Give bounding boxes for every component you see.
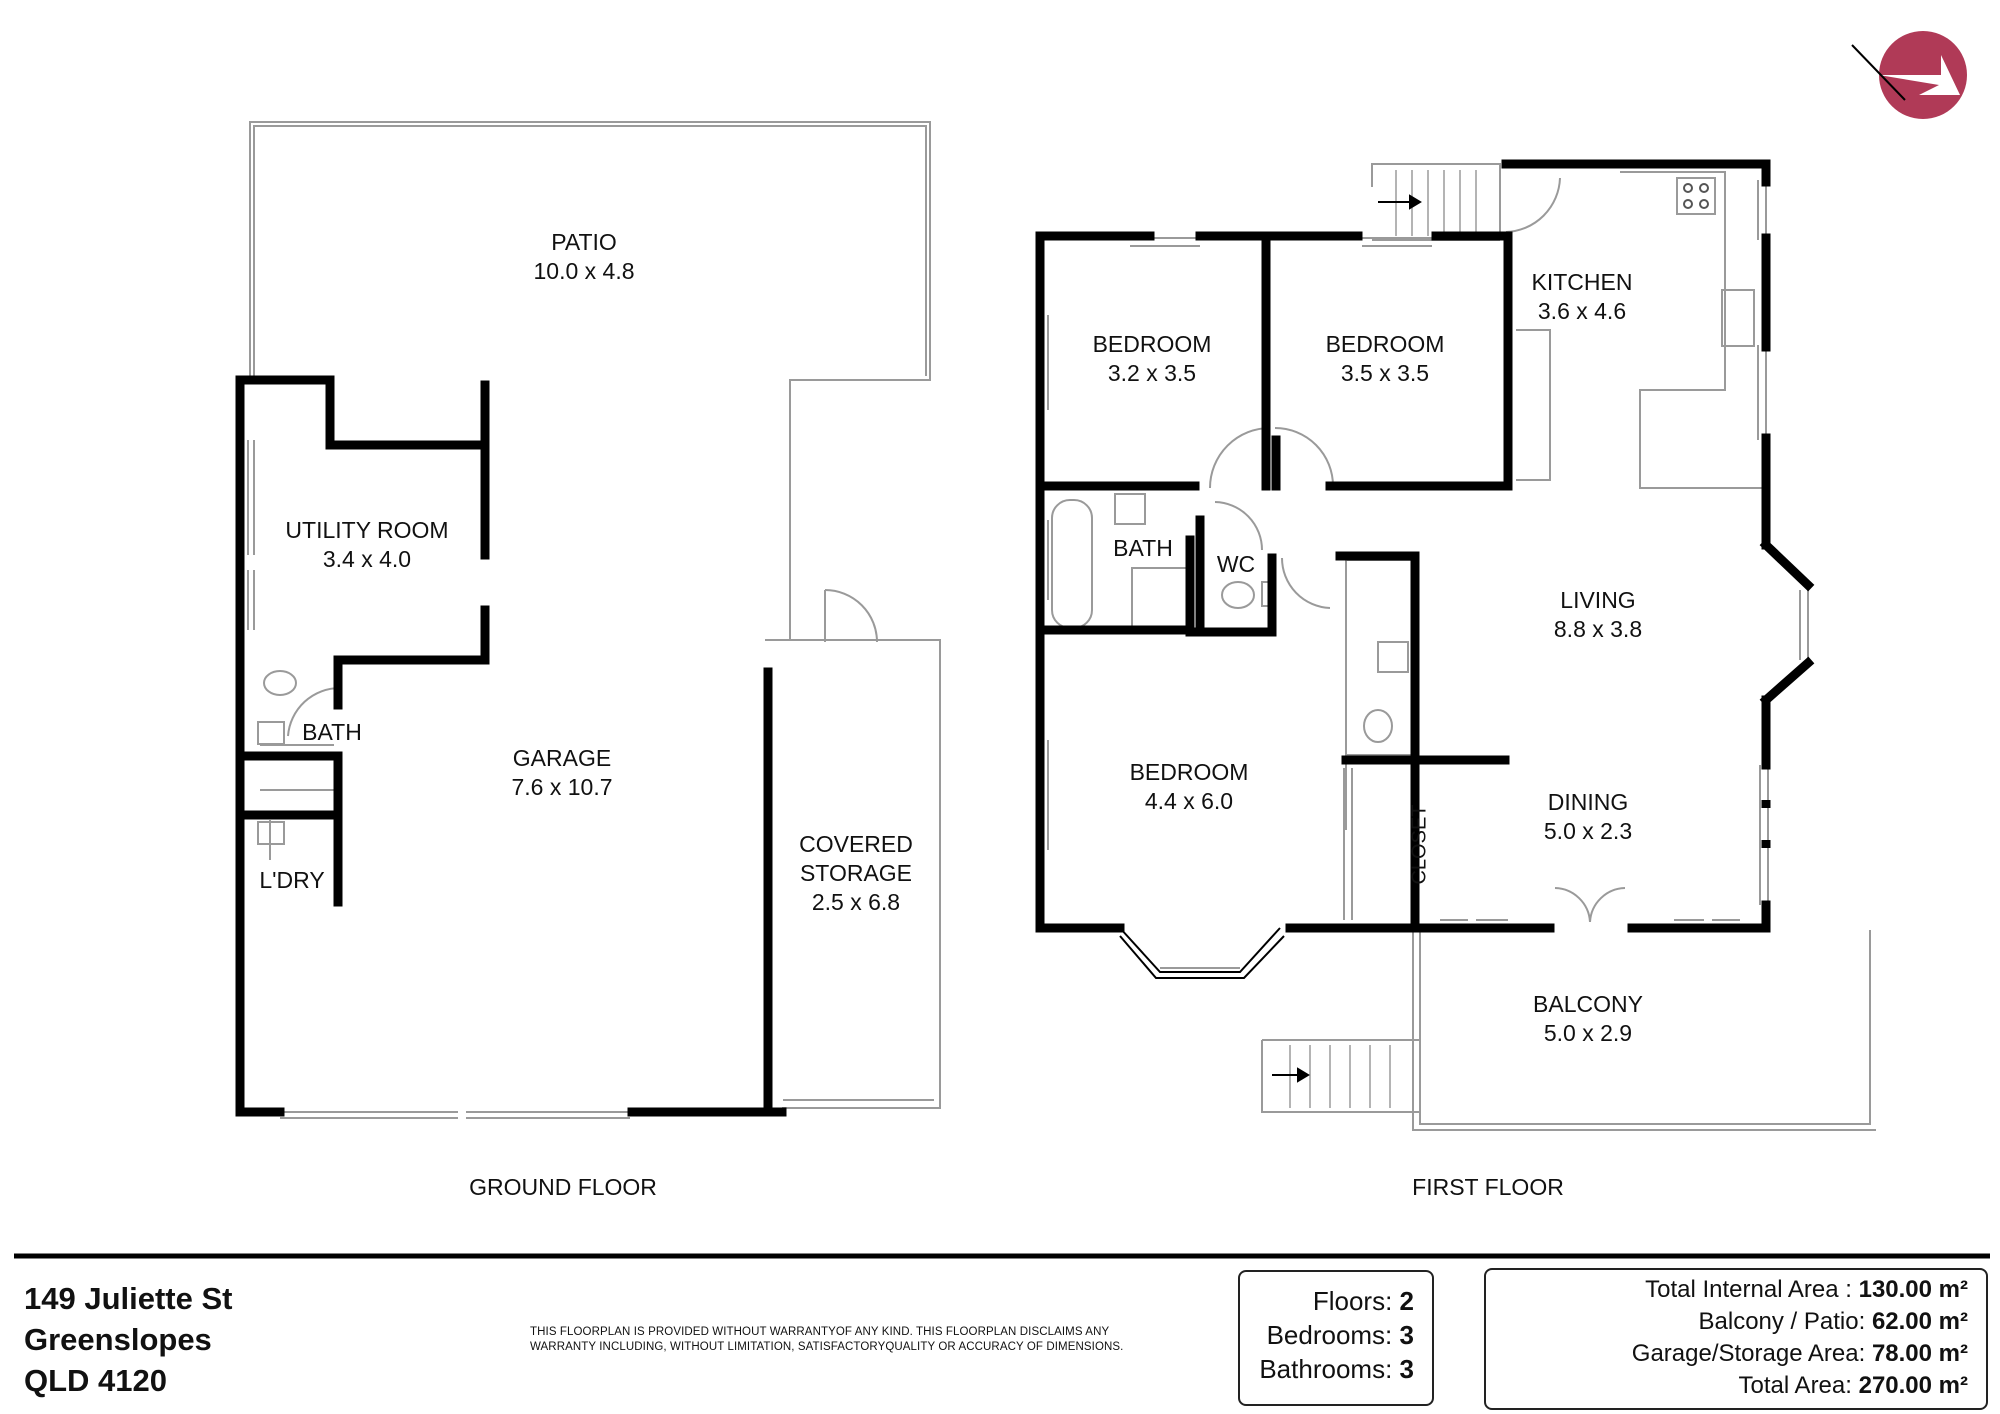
room-counts-box: Floors: 2 Bedrooms: 3 Bathrooms: 3 xyxy=(1238,1270,1434,1406)
ground-floor-title: GROUND FLOOR xyxy=(469,1174,657,1200)
storage-outline xyxy=(765,639,941,1109)
room-wc: WC xyxy=(1216,551,1256,577)
kitchen-counter xyxy=(1639,171,1770,489)
room-bath-ground: BATH xyxy=(302,719,362,745)
bay-window xyxy=(1119,927,1285,979)
stove-icon xyxy=(1683,183,1709,209)
stairs-top xyxy=(1371,163,1501,240)
disclaimer-text: THIS FLOORPLAN IS PROVIDED WITHOUT WARRA… xyxy=(530,1326,1124,1353)
first-floor-title: FIRST FLOOR xyxy=(1412,1174,1564,1200)
area-summary-box: Total Internal Area : 130.00 m² Balcony … xyxy=(1484,1268,1988,1410)
balcony-outline xyxy=(1419,930,1871,1125)
first-floor-west-wall xyxy=(1035,231,1155,933)
compass-icon xyxy=(1851,31,1967,119)
room-laundry: L'DRY xyxy=(259,867,325,893)
room-closet: CLOSET xyxy=(1408,804,1431,885)
room-bath-first: BATH xyxy=(1113,535,1173,561)
stairs-bottom xyxy=(1261,1039,1421,1113)
property-address: 149 Juliette St Greenslopes QLD 4120 xyxy=(24,1281,233,1398)
patio-outline xyxy=(249,121,931,640)
ground-west-wall xyxy=(235,375,285,1117)
